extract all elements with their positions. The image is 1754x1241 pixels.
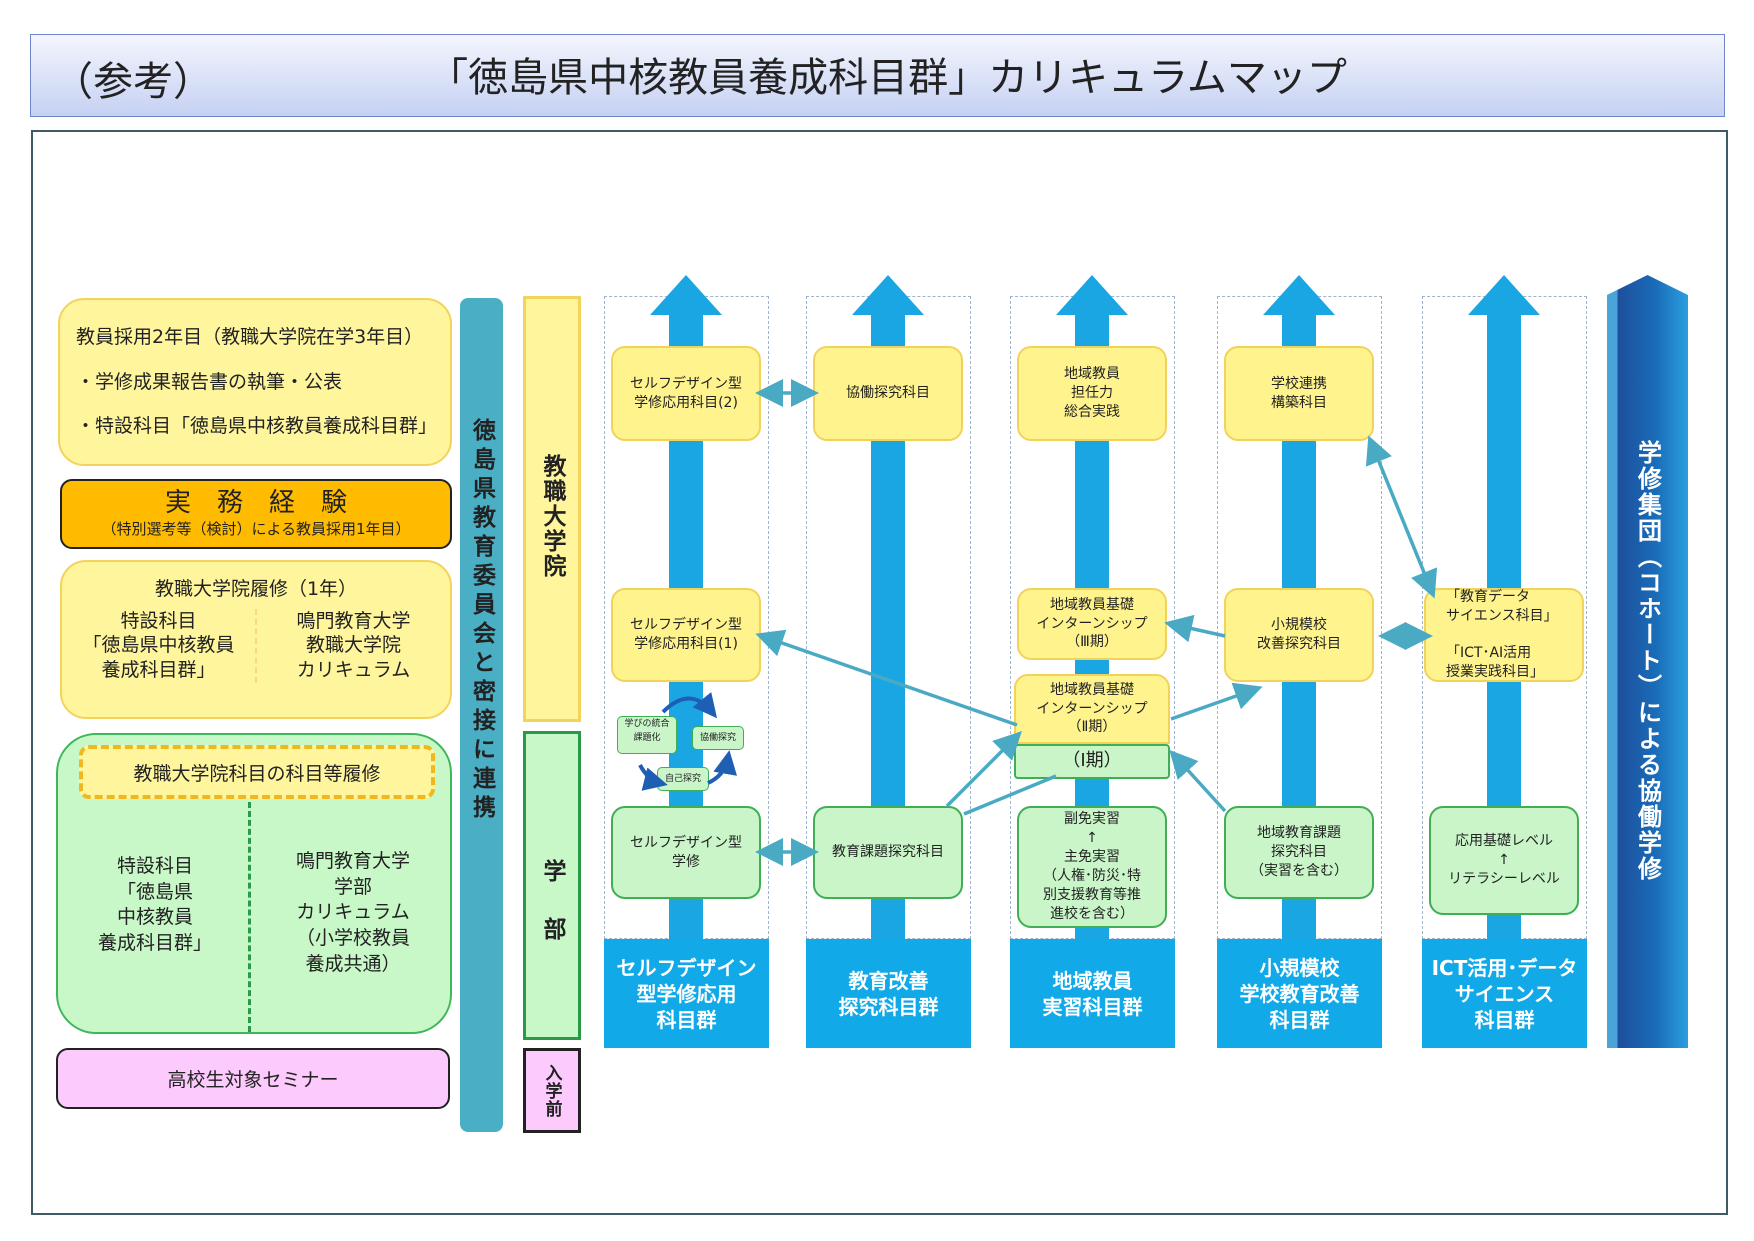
year2-heading: 教員採用2年目（教職大学院在学3年目） [76,326,424,349]
connector-arrow [1170,682,1263,721]
column-footer-education-improvement: 教育改善 探究科目群 [806,939,971,1048]
year2-box: 教員採用2年目（教職大学院在学3年目） ・学修成果報告書の執筆・公表 ・特設科目… [58,298,452,466]
ict-data-science-bottom-box: 応用基礎レベル ↑ リテラシーレベル [1429,806,1579,915]
small-school-top-box: 学校連携 構築科目 [1224,346,1374,441]
grad-heading: 教職大学院履修（1年） [154,578,358,600]
year2-item: ・特設科目「徳島県中核教員養成科目群」 [76,415,438,438]
growth-arrow-head-icon [1056,275,1128,315]
connector-arrow [1169,749,1227,813]
growth-arrow-head-icon [852,275,924,315]
growth-arrow-head-icon [1468,275,1540,315]
year2-item: ・学修成果報告書の執筆・公表 [76,370,343,393]
self-design-top-box: セルフデザイン型 学修応用科目(2) [611,346,761,441]
practice-sub: （特別選考等（検討）による教員採用1年目） [101,519,411,538]
cycle-arrow-icon [707,750,738,785]
education-improvement-bottom-box: 教育課題探究科目 [813,806,963,899]
cycle-collaboration-box: 協働探究 [692,726,744,750]
self-design-bottom-box: セルフデザイン型 学修 [611,806,761,899]
regional-teacher-mid2-box: 地域教員基礎 インターンシップ （Ⅱ期） [1014,674,1170,744]
liaison-bar: 徳島県教育委員会と密接に連携 [460,298,503,1132]
diagram-frame [31,130,1728,1215]
regional-teacher-bottom-box: 副免実習 ↑ 主免実習 （人権･防災･特 別支援教育等推 進校を含む） [1017,806,1167,928]
column-footer-ict-data-science: ICT活用･データ サイエンス 科目群 [1422,939,1587,1048]
stage-undergrad: 学 部 [523,731,581,1040]
page-title: 「徳島県中核教員養成科目群」カリキュラムマップ [428,55,1347,101]
cohort-banner [1607,275,1688,1048]
seminar-box: 高校生対象セミナー [56,1048,450,1109]
cycle-arrow-icon [661,692,718,719]
ict-data-science-mid-box: 「教育データ サイエンス科目」 「ICT･AI活用 授業実践科目」 [1424,588,1584,682]
title-bar: （参考） 「徳島県中核教員養成科目群」カリキュラムマップ [30,34,1725,117]
credited-courses-box: 教職大学院科目の科目等履修 [79,745,435,799]
connector-arrow [755,629,1018,727]
column-footer-regional-teacher: 地域教員 実習科目群 [1010,939,1175,1048]
connector-arrow [1365,435,1438,599]
stage-grad: 教職大学院 [523,296,581,722]
column-footer-small-school: 小規模校 学校教育改善 科目群 [1217,939,1382,1048]
grad-box: 教職大学院履修（1年） 特設科目 「徳島県中核教員 養成科目群」 鳴門教育大学 … [60,560,452,719]
cycle-arrow-icon [638,764,668,791]
growth-arrow-head-icon [650,275,722,315]
practice-box: 実 務 経 験 （特別選考等（検討）による教員採用1年目） [60,479,452,549]
connector-arrow [1164,614,1226,643]
growth-arrow-head-icon [1263,275,1335,315]
connector-arrow [945,731,1022,808]
small-school-bottom-box: 地域教育課題 探究科目 （実習を含む） [1224,806,1374,899]
education-improvement-top-box: 協働探究科目 [813,346,963,441]
regional-teacher-mid1-box: （Ⅰ期） [1014,744,1170,779]
stage-pre-entry: 入学前 [523,1048,581,1133]
cycle-integration-box: 学びの統合 課題化 [617,716,677,754]
reference-label: （参考） [53,59,213,105]
cohort-label: 学修集団（コホート）による協働学修 [1633,440,1662,882]
undergrad-curriculum: 鳴門教育大学 学部 カリキュラム （小学校教員 養成共通） [295,850,410,975]
practice-title: 実 務 経 験 [164,488,347,519]
connector-arrow [963,774,1057,816]
grad-curriculum: 鳴門教育大学 教職大学院 カリキュラム [296,609,411,681]
divider [255,608,257,683]
regional-teacher-top-box: 地域教員 担任力 総合実践 [1017,346,1167,441]
column-footer-self-design: セルフデザイン 型学修応用 科目群 [604,939,769,1048]
self-design-mid-box: セルフデザイン型 学修応用科目(1) [611,588,761,682]
grad-special-subjects: 特設科目 「徳島県中核教員 養成科目群」 [82,609,235,681]
divider [248,802,251,1032]
undergrad-special-subjects: 特設科目 「徳島県 中核教員 養成科目群」 [97,855,212,954]
